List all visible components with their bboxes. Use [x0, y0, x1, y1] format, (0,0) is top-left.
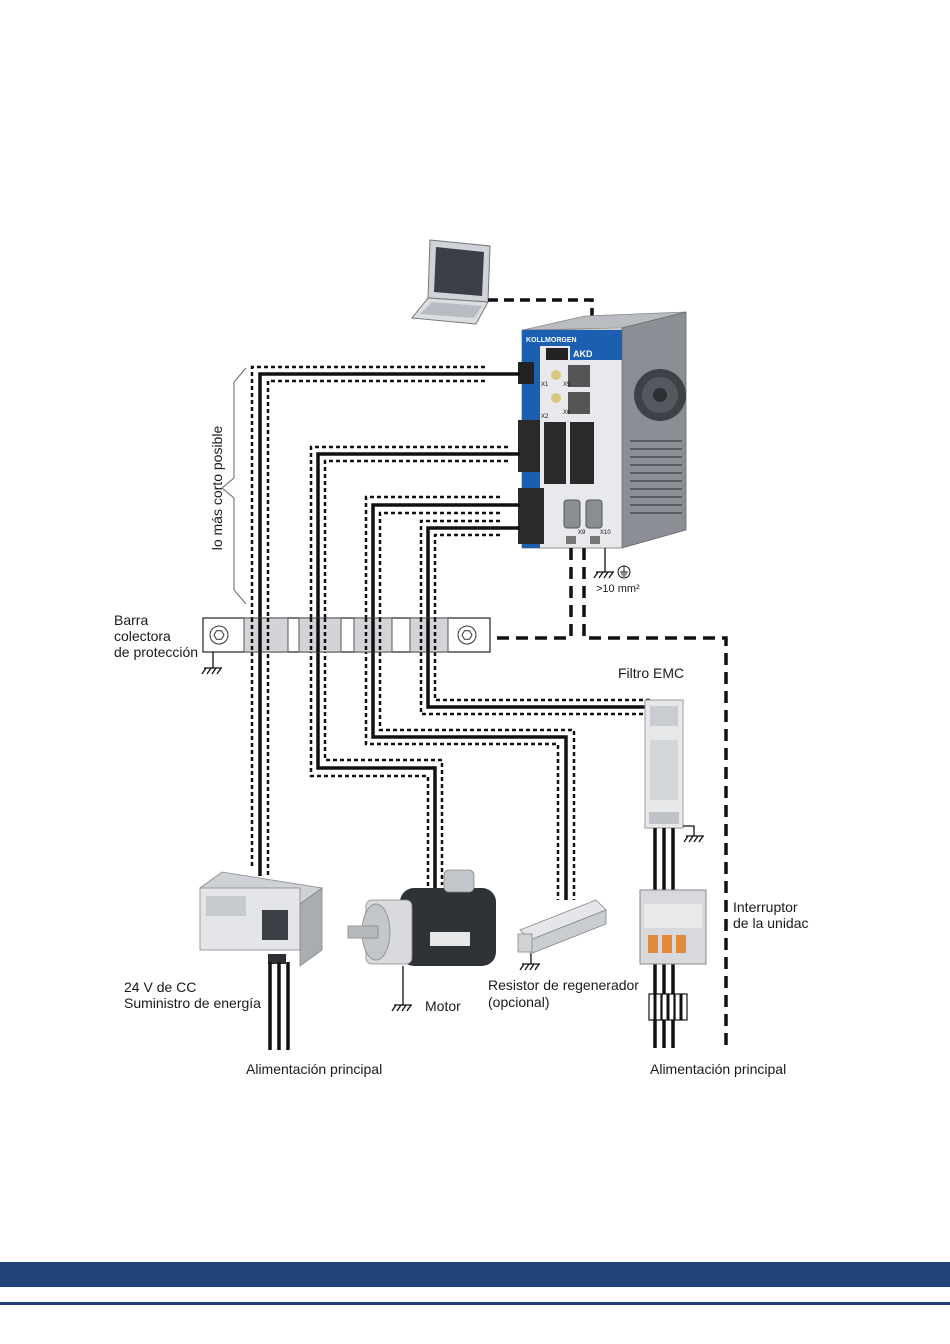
- protection-busbar: [203, 618, 490, 652]
- drive-brand: KOLLMORGEN: [526, 337, 577, 344]
- pe-connection: [490, 548, 726, 1048]
- ground-size-label: >10 mm²: [596, 583, 640, 595]
- drive-unit: KOLLMORGEN AKD X1 X5 X2 X6 X9 X10: [518, 312, 686, 548]
- drive-switch-label-line1: Interruptor: [733, 899, 798, 915]
- mains-right-label: Alimentación principal: [650, 1061, 786, 1077]
- laptop-icon: [412, 240, 490, 324]
- motor-label: Motor: [425, 998, 461, 1014]
- drive-switch-contactor: [640, 890, 706, 964]
- cable-regen: [366, 497, 574, 900]
- footer-band: [0, 1262, 950, 1287]
- regen-resistor: [518, 900, 606, 954]
- connector-x2: X2: [541, 414, 549, 420]
- busbar-ground-icon: [202, 668, 222, 674]
- motor: [348, 870, 496, 966]
- emc-ground-icon: [684, 836, 704, 842]
- busbar-label-line2: colectora: [114, 628, 171, 644]
- motor-ground-icon: [392, 1005, 412, 1011]
- connector-x9: X9: [578, 530, 586, 536]
- psu-label-line1: 24 V de CC: [124, 979, 196, 995]
- connector-x1: X1: [541, 382, 549, 388]
- connector-x5: X5: [563, 382, 571, 388]
- psu-wires: [270, 962, 288, 1050]
- power-supply-24v: [200, 872, 322, 966]
- connector-x10: X10: [600, 530, 611, 536]
- psu-label-line2: Suministro de energía: [124, 995, 261, 1011]
- busbar-label-line3: de protección: [114, 644, 198, 660]
- regen-label-line2: (opcional): [488, 994, 549, 1010]
- busbar-label-line1: Barra: [114, 612, 148, 628]
- length-brace: [222, 368, 246, 604]
- earth-symbol-icon: [618, 566, 630, 578]
- mains-left-label: Alimentación principal: [246, 1061, 382, 1077]
- regen-label-line1: Resistor de regenerador: [488, 977, 639, 993]
- regen-ground-icon: [520, 964, 540, 970]
- emc-filter-label: Filtro EMC: [618, 665, 684, 681]
- connector-x6: X6: [563, 410, 571, 416]
- shortest-label: lo más corto posible: [209, 426, 225, 551]
- drive-switch-label-line2: de la unidac: [733, 915, 809, 931]
- emc-filter: [645, 700, 683, 828]
- drive-ground-icon: [594, 572, 614, 578]
- footer-line: [0, 1302, 950, 1305]
- drive-model: AKD: [573, 349, 593, 359]
